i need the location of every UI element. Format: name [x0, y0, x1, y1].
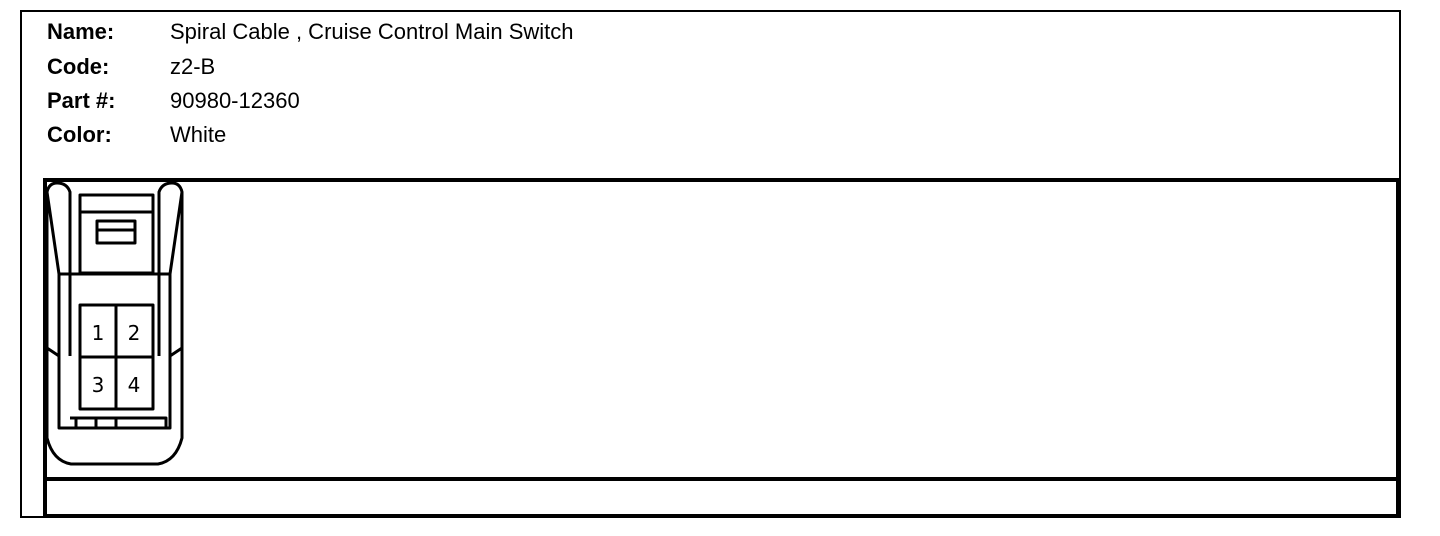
connector-face-drawing: 1 2 3 4 — [45, 181, 184, 466]
key-slot-right — [114, 416, 168, 430]
color-label: Color: — [47, 122, 112, 147]
part-label: Part #: — [47, 88, 116, 113]
connector-skirt — [45, 348, 184, 466]
name-value: Spiral Cable , Cruise Control Main Switc… — [170, 19, 574, 44]
code-value: z2-B — [170, 54, 216, 79]
lock-tab — [95, 219, 137, 245]
lock-bracket — [78, 193, 155, 275]
connector-housing — [57, 272, 172, 430]
color-value: White — [170, 122, 227, 147]
right-latch-arm — [157, 181, 184, 356]
name-label: Name: — [47, 19, 115, 44]
left-latch-arm — [45, 181, 72, 356]
pin-2-label: 2 — [128, 321, 141, 345]
code-label: Code: — [47, 54, 110, 79]
key-slot-left — [74, 416, 98, 430]
pin-1-label: 1 — [92, 321, 105, 345]
diagram-footer-strip — [47, 477, 1396, 514]
pin-4-label: 4 — [128, 373, 141, 397]
connector-diagram-box — [43, 178, 1400, 518]
part-value: 90980-12360 — [170, 88, 300, 113]
pin-3-label: 3 — [92, 373, 105, 397]
